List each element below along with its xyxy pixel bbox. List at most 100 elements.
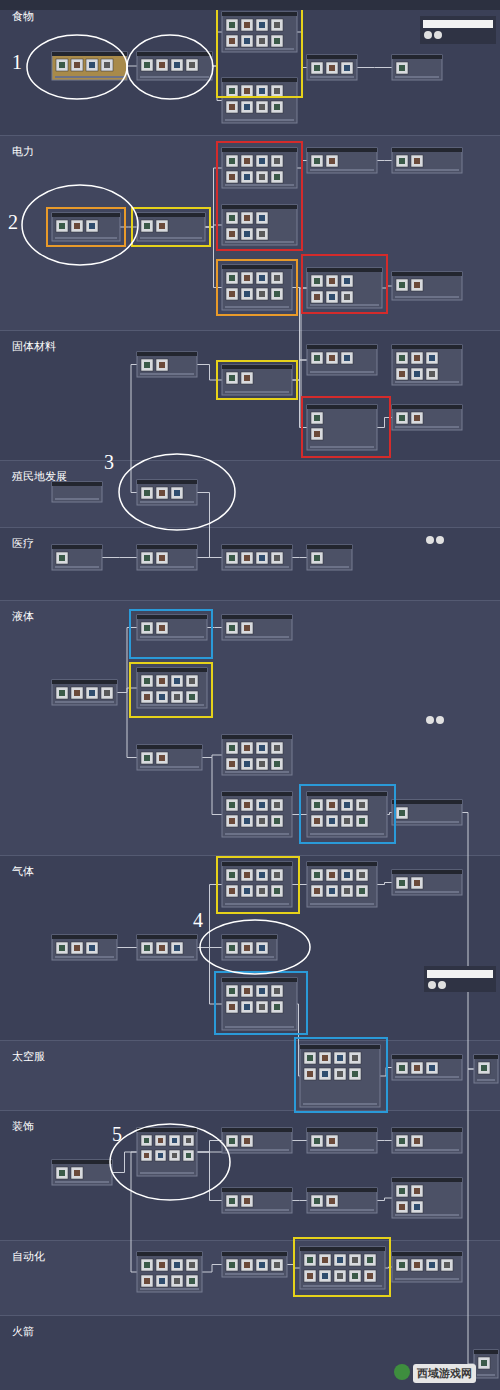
tech-box [222,265,292,310]
zoom-icon [436,536,444,544]
tech-box [307,268,382,308]
highlight-frame [130,663,212,717]
tech-box [474,1055,498,1083]
tree-wire [357,67,392,68]
tech-box [137,1252,202,1292]
tree-wire [377,883,392,885]
zoom-icon [426,536,434,544]
tree-wire [377,1140,392,1141]
category-label: 太空服 [12,1049,45,1064]
highlight-frame [302,255,387,313]
tree-wire [202,758,222,815]
tree-wire [117,628,137,693]
highlight-frame [217,7,302,97]
tech-box [222,1188,292,1213]
tech-box [392,272,462,300]
tech-box [392,1055,462,1080]
tech-box [392,345,462,385]
tech-box [137,213,205,241]
highlight-frame [47,208,125,246]
header-bar [0,0,500,10]
tech-box [222,978,297,1030]
category-label: 医疗 [12,536,34,551]
callout-ring [200,920,310,974]
tree-wire [292,1200,307,1201]
tree-wire [197,1141,222,1153]
tech-box [307,55,357,80]
tree-wire [377,1198,392,1201]
tree-wire [112,1152,137,1173]
tech-box [52,545,102,570]
tech-box [300,1045,380,1107]
callout-ring [119,454,235,530]
watermark-logo [394,1364,410,1380]
callout-ring [110,1124,230,1200]
zoom-icon [436,716,444,724]
tree-wire [197,1152,222,1201]
tree-wire [117,693,137,758]
tech-box [52,680,117,705]
tree-wire [120,227,137,228]
tech-box [52,213,120,241]
callout-ring [127,35,213,99]
search-panel [420,16,496,44]
tree-wire [468,1069,474,1364]
tech-boxes [52,12,498,1378]
tree-wire [292,288,307,361]
highlight-frame [217,142,302,250]
tree-wire [292,360,307,380]
tree-wire [117,688,137,693]
highlight-frame [300,785,395,843]
tech-box [52,482,102,502]
tech-box [222,615,292,640]
tech-box [222,1252,287,1277]
tech-box [392,1178,462,1218]
tree-wire [292,380,307,428]
tech-box [222,935,277,960]
tech-box [137,668,207,708]
category-label: 装饰 [12,1119,34,1134]
tree-wire [102,557,137,558]
highlight-frame [295,1038,387,1112]
highlight-frames [47,7,395,1296]
tech-box [392,1128,462,1153]
category-label: 电力 [12,144,34,159]
tree-wire [197,557,222,558]
highlight-frame [132,208,210,246]
tree-wire [131,1152,137,1272]
category-label: 气体 [12,864,34,879]
tech-box [222,1128,292,1153]
tech-box [222,148,297,188]
tree-wire [131,365,137,493]
category-label: 火箭 [12,1324,34,1339]
tech-box [137,545,197,570]
tech-box [222,12,297,52]
tech-box [392,870,462,895]
highlight-frame [302,397,390,457]
category-label: 殖民地发展 [12,469,67,484]
tree-wire [207,627,222,628]
category-label: 液体 [12,609,34,624]
tech-box [137,352,197,377]
highlight-frame [217,857,299,913]
tree-wire [202,1265,222,1273]
highlight-frame [294,1238,390,1296]
tech-box [307,405,377,450]
highlight-frame [130,610,212,658]
tech-box [222,862,292,907]
callout-ring [22,185,138,265]
tech-box [392,405,462,430]
callout-number: 2 [8,212,18,232]
tree-wire [377,160,392,161]
callout-number: 3 [104,452,114,472]
tech-box [392,148,462,173]
tech-box [222,792,292,837]
tech-box [474,1350,498,1378]
tree-wire [205,227,222,288]
tree-wire [205,168,222,227]
tree-wire [117,947,137,948]
tree-wire [292,557,307,558]
tech-box [307,545,352,570]
tech-box [392,800,462,825]
